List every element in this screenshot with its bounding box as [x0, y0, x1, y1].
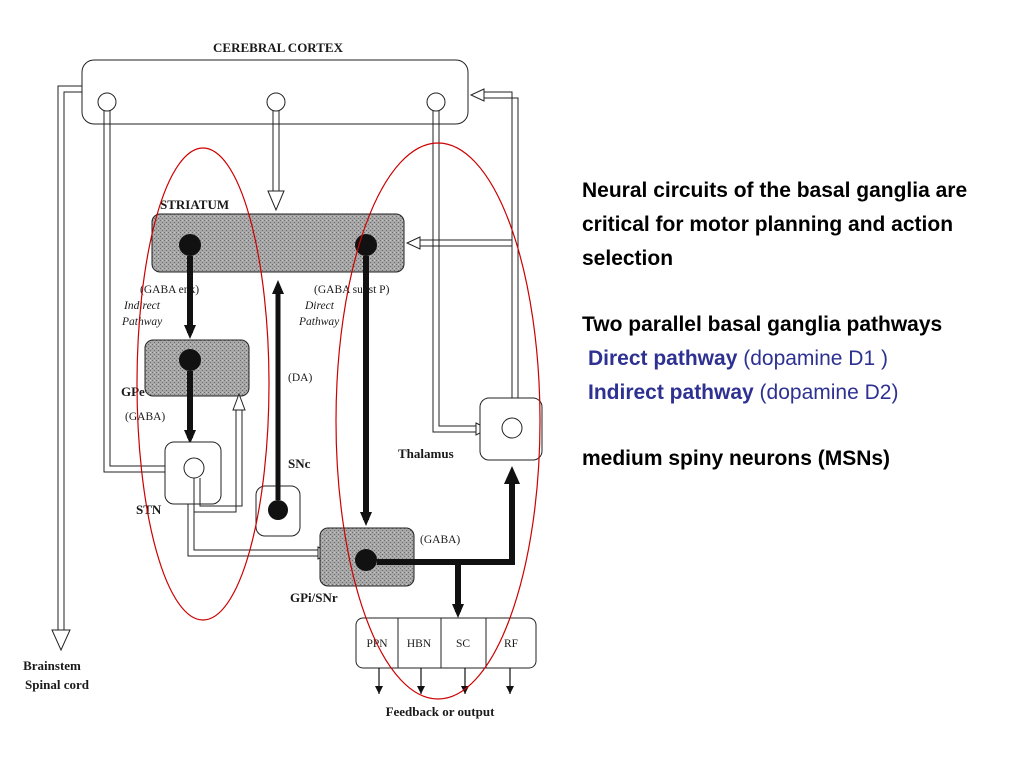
basal-ganglia-diagram: CEREBRAL CORTEX STRIATUM	[23, 40, 543, 719]
snc-label: SNc	[288, 456, 311, 471]
gpe-label: GPe	[121, 384, 145, 399]
cortex-neuron-center	[266, 92, 286, 112]
indirect-pathway-detail: (dopamine D2)	[753, 381, 899, 404]
striatum-left-transmitter: (GABA enk)	[140, 284, 199, 296]
striatum-direct-neuron	[355, 234, 377, 256]
direct-pathway-highlight	[335, 142, 541, 700]
direct-pathway-detail: (dopamine D1 )	[737, 347, 888, 370]
feedback-label: Feedback or output	[386, 704, 495, 719]
thalamus-to-striatum-path	[405, 236, 512, 250]
indirect-pathway-line: Indirect pathway (dopamine D2)	[582, 376, 1012, 410]
intro-paragraph: Neural circuits of the basal ganglia are…	[582, 179, 968, 270]
target-sc: SC	[456, 638, 470, 650]
indirect-pathway-label-1: Indirect	[123, 300, 161, 312]
cortex-to-brainstem-path	[51, 85, 82, 652]
targets-box	[355, 617, 537, 669]
striatum-box	[151, 213, 405, 273]
direct-pathway-label-1: Direct	[304, 300, 335, 312]
pathways-heading: Two parallel basal ganglia pathways	[582, 313, 943, 336]
gpi-neuron	[355, 549, 377, 571]
da-label: (DA)	[288, 372, 312, 384]
cortex-neuron-left	[97, 92, 117, 112]
gpi-label: GPi/SNr	[290, 590, 338, 605]
gpi-to-thalamus-line	[377, 478, 515, 565]
thalamus-neuron	[501, 417, 523, 439]
stn-neuron	[183, 457, 205, 479]
slide-text: Neural circuits of the basal ganglia are…	[582, 174, 1012, 476]
direct-pathway-line: Direct pathway (dopamine D1 )	[582, 342, 1012, 376]
stn-to-gpe-path	[193, 392, 246, 513]
cortex-to-thalamus-path	[432, 111, 490, 436]
striatum-right-transmitter: (GABA subst P)	[314, 284, 390, 296]
gpi-transmitter: (GABA)	[420, 534, 460, 546]
thalamus-label: Thalamus	[398, 446, 454, 461]
gpi-to-thalamus-arrowhead	[504, 466, 520, 484]
spinal-cord-label: Spinal cord	[25, 677, 90, 692]
thalamus-to-cortex-path	[469, 88, 519, 398]
cerebral-cortex-box	[81, 59, 469, 125]
direct-pathway-name: Direct pathway	[588, 347, 738, 370]
cortex-title: CEREBRAL CORTEX	[213, 40, 344, 55]
cortex-neuron-right	[426, 92, 446, 112]
striatum-indirect-neuron	[179, 234, 201, 256]
stn-label: STN	[136, 502, 162, 517]
indirect-pathway-name: Indirect pathway	[588, 381, 754, 404]
brainstem-label: Brainstem	[23, 658, 81, 673]
gpe-neuron	[179, 349, 201, 371]
target-rf: RF	[504, 638, 518, 650]
indirect-pathway-highlight	[136, 147, 270, 621]
target-hbn: HBN	[407, 638, 432, 650]
indirect-pathway-label-2: Pathway	[121, 316, 163, 328]
direct-pathway-label-2: Pathway	[298, 316, 340, 328]
striatum-label: STRIATUM	[160, 197, 229, 212]
msn-paragraph: medium spiny neurons (MSNs)	[582, 447, 891, 470]
cortex-to-striatum-path	[267, 111, 285, 212]
snc-neuron	[268, 500, 288, 520]
gpe-transmitter: (GABA)	[125, 411, 165, 423]
